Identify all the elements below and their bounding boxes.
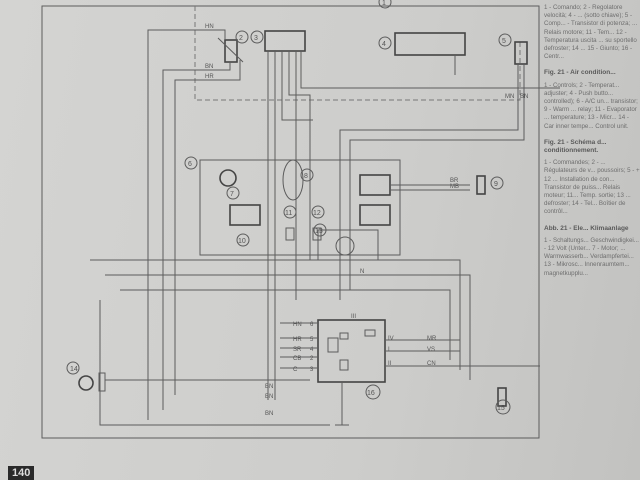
cu-label-cb: CB xyxy=(293,356,301,362)
component-9-marker xyxy=(490,176,504,190)
sensor-5 xyxy=(514,41,528,65)
temperature-potentiometer xyxy=(224,39,238,63)
wire-label-hr: HR xyxy=(205,74,214,80)
cu-label-hn: HN xyxy=(293,322,302,328)
component-5-marker xyxy=(498,33,512,47)
sensor-12 xyxy=(312,227,322,241)
wire-label-bn-4: BN xyxy=(265,394,273,400)
cu-pin-5: 5 xyxy=(310,337,314,343)
component-14-label: 14 xyxy=(70,366,78,373)
wire-label-n: N xyxy=(360,269,364,275)
warm-sensor xyxy=(476,175,486,195)
component-4-marker xyxy=(378,36,392,50)
component-11-marker xyxy=(283,205,297,219)
component-8-marker xyxy=(300,168,314,182)
legend-french: 1 - Commandes; 2 - ... Régulateurs de v.… xyxy=(544,159,640,216)
component-16-label: 16 xyxy=(367,390,375,397)
relay-a xyxy=(359,174,391,196)
component-1-label: 1 xyxy=(382,0,386,7)
cu-label-c: C xyxy=(293,367,298,373)
wire-label-mb: MB xyxy=(450,184,459,190)
legend-text-column: 1 - Comando; 2 - Regolatore velocità; 4 … xyxy=(540,0,640,480)
ac-unit-6-outline xyxy=(199,159,401,256)
caption-german: Abb. 21 - Ele... Klimaanlage xyxy=(544,224,629,232)
fan-motor xyxy=(219,169,237,187)
component-3-label: 3 xyxy=(254,35,258,42)
wire-label-cn: CN xyxy=(427,361,436,367)
component-12-label: 12 xyxy=(313,210,321,217)
component-6-marker xyxy=(184,156,198,170)
component-14-marker xyxy=(66,361,80,375)
heater-valve xyxy=(282,159,304,201)
cu-pin-6: 6 xyxy=(310,322,314,328)
component-7-label: 7 xyxy=(230,191,234,198)
component-9-label: 9 xyxy=(494,181,498,188)
legend-italian: 1 - Comando; 2 - Regolatore velocità; 4 … xyxy=(544,4,638,61)
ground-symbol xyxy=(335,382,349,426)
wire-label-bn-3: BN xyxy=(265,384,273,390)
component-13-label: 13 xyxy=(315,228,323,235)
component-1-marker xyxy=(378,0,392,9)
cu-pin-3: 3 xyxy=(310,367,314,373)
push-button-connector xyxy=(264,30,306,52)
blower-motor xyxy=(78,375,94,391)
page-number: 140 xyxy=(8,466,35,480)
dashed-boundary xyxy=(194,6,521,101)
cu-term-i: I xyxy=(388,347,390,353)
component-5-label: 5 xyxy=(502,38,506,45)
component-11-label: 11 xyxy=(285,210,292,217)
sensor-11 xyxy=(285,227,295,241)
cu-label-sr: SR xyxy=(293,347,302,353)
wire-label-bn-2: BN xyxy=(520,94,528,100)
wire-label-bn-5: BN xyxy=(265,411,273,417)
caption-english: Fig. 21 - Air condition... xyxy=(544,69,616,77)
power-transistor xyxy=(335,236,355,256)
cu-term-iv: IV xyxy=(388,336,394,342)
motor-relay xyxy=(229,204,261,226)
compressor-relay xyxy=(394,32,466,56)
cu-term-ii: II xyxy=(388,361,392,367)
wire-label-mn: MN xyxy=(505,94,514,100)
cu-label-hr: HR xyxy=(293,337,302,343)
component-10-label: 10 xyxy=(238,238,246,245)
component-4-label: 4 xyxy=(382,41,386,48)
diagram-frame xyxy=(41,5,540,439)
wire-label-bn: BN xyxy=(205,64,213,70)
component-2-marker xyxy=(235,30,249,44)
component-2-label: 2 xyxy=(239,35,243,42)
component-15-marker xyxy=(495,399,511,415)
component-3-marker xyxy=(250,30,264,44)
wire-label-br: BR xyxy=(450,178,459,184)
cu-pin-2: 2 xyxy=(310,356,314,362)
component-13-marker xyxy=(313,223,327,237)
component-7-marker xyxy=(226,186,240,200)
legend-german: 1 - Schaltungs... Geschwindigkei... - 12… xyxy=(544,236,639,277)
component-10-marker xyxy=(236,233,250,247)
component-15-label: 15 xyxy=(497,405,505,412)
wire-label-mr: MR xyxy=(427,336,437,342)
component-8-label: 8 xyxy=(304,173,308,180)
compressor-clutch xyxy=(497,387,507,407)
cu-term-iii: III xyxy=(351,314,356,320)
component-12-marker xyxy=(311,205,325,219)
wire-label-vs: VS xyxy=(427,347,435,353)
cu-pin-4: 4 xyxy=(310,347,314,353)
component-6-label: 6 xyxy=(188,161,192,168)
component-16-marker xyxy=(365,384,381,400)
relay-b xyxy=(359,204,391,226)
caption-french: Fig. 21 - Schéma d... conditionnement. xyxy=(544,138,607,155)
legend-english: 1 - Controls; 2 - Temperat... adjuster; … xyxy=(544,81,638,130)
wire-label-hn: HN xyxy=(205,24,214,30)
